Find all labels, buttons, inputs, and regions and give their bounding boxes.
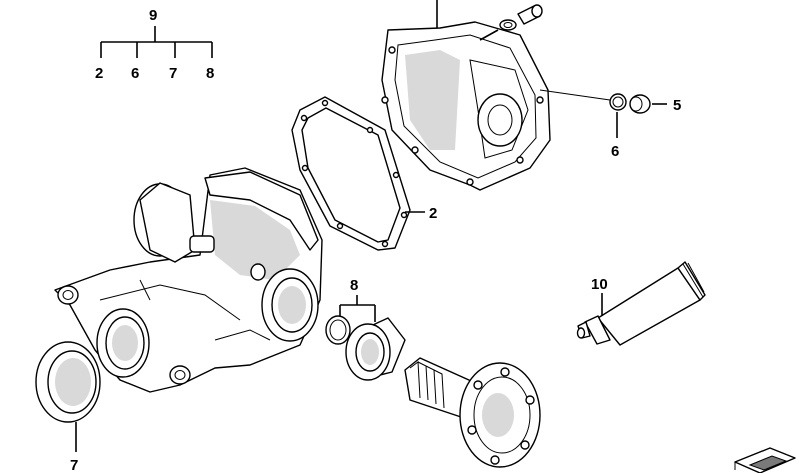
cover-bolt[interactable] <box>479 4 543 41</box>
shaft-seal-left[interactable]: 7 <box>35 341 101 473</box>
kit-group-bracket: 9 2 6 7 8 <box>95 7 214 82</box>
callout-10[interactable]: 10 <box>591 276 608 293</box>
callout-7[interactable]: 7 <box>70 457 78 473</box>
differential-housing[interactable] <box>54 167 323 393</box>
callout-9[interactable]: 9 <box>149 7 157 24</box>
callout-6[interactable]: 6 <box>611 143 619 160</box>
filler-plug-assembly[interactable]: 5 6 <box>539 89 681 160</box>
output-flange-shaft[interactable] <box>404 357 541 468</box>
callout-7-group[interactable]: 7 <box>169 65 177 82</box>
callout-6-group[interactable]: 6 <box>131 65 139 82</box>
shaft-seal-right[interactable]: 8 <box>325 277 406 381</box>
callout-8-group[interactable]: 8 <box>206 65 214 82</box>
callout-5[interactable]: 5 <box>673 97 681 114</box>
rear-cover[interactable] <box>381 0 551 191</box>
callout-2[interactable]: 2 <box>429 205 437 222</box>
sealant-tube[interactable]: 10 <box>576 261 706 346</box>
cover-gasket[interactable]: 2 <box>291 96 437 251</box>
callout-2-group[interactable]: 2 <box>95 65 103 82</box>
orientation-arrow-icon <box>734 447 796 473</box>
callout-8[interactable]: 8 <box>350 277 358 294</box>
